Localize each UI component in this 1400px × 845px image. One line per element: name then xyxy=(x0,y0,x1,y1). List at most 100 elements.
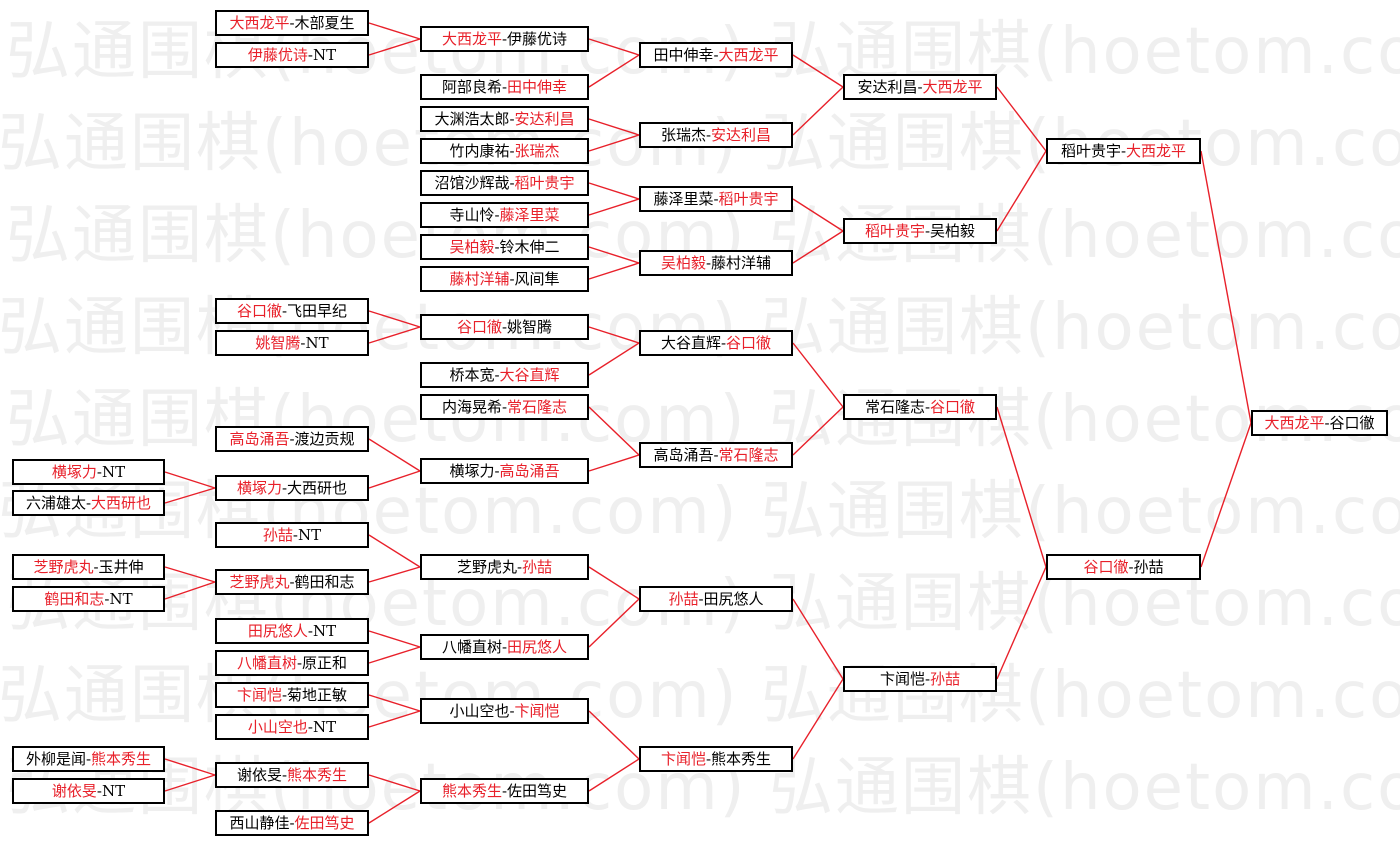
player-a-name: 稻叶贵宇 xyxy=(1060,142,1121,160)
bracket-connector xyxy=(792,230,844,264)
player-a-name: 张瑞杰 xyxy=(660,126,706,144)
bracket-connector xyxy=(792,198,844,232)
match-box-l4-11: 西山静佳-佐田笃史 xyxy=(215,810,369,836)
player-a-name: 六浦雄太 xyxy=(25,494,86,512)
player-a-name: 卞闻恺 xyxy=(236,686,282,704)
player-a-name: 阿部良希 xyxy=(441,78,502,96)
player-a-name: 吴柏毅 xyxy=(449,238,495,256)
player-a-name: 藤泽里菜 xyxy=(653,190,714,208)
player-b-name: 风间隼 xyxy=(514,270,560,288)
match-box-sf-2: 谷口徹-孙喆 xyxy=(1046,554,1201,580)
match-box-l2-5: 大谷直辉-谷口徹 xyxy=(639,330,793,356)
match-box-l4-4: 姚智腾-NT xyxy=(215,330,369,356)
player-b-name: 谷口徹 xyxy=(726,334,772,352)
player-a-name: 孙喆 xyxy=(262,526,293,544)
player-b-name: 鹤田和志 xyxy=(294,573,355,591)
separator: - xyxy=(93,558,99,576)
match-box-l5-3: 芝野虎丸-玉井伸 xyxy=(12,554,165,580)
bracket-connector xyxy=(368,646,421,664)
player-b-name: 木部夏生 xyxy=(294,14,355,32)
player-b-name: 藤泽里菜 xyxy=(499,206,560,224)
match-box-l3-11: 内海晃希-常石隆志 xyxy=(420,394,589,420)
player-b-name: 熊本秀生 xyxy=(91,750,152,768)
player-b-name: NT xyxy=(312,46,337,64)
player-b-name: 卞闻恺 xyxy=(514,702,560,720)
separator: - xyxy=(1128,558,1134,576)
bracket-connector xyxy=(368,774,421,792)
player-a-name: 常石隆志 xyxy=(864,398,925,416)
bracket-connector xyxy=(588,246,640,264)
separator: - xyxy=(501,30,508,48)
bracket-connector xyxy=(792,406,844,456)
separator: - xyxy=(713,46,719,64)
match-box-l5-1: 横塚力-NT xyxy=(12,459,165,485)
separator: - xyxy=(281,302,288,320)
bracket-connector xyxy=(164,471,216,489)
match-box-l3-3: 大渊浩太郎-安达利昌 xyxy=(420,106,589,132)
player-a-name: 大谷直辉 xyxy=(660,334,721,352)
player-b-name: 大西研也 xyxy=(91,494,152,512)
player-b-name: 田尻悠人 xyxy=(703,590,764,608)
player-b-name: 常石隆志 xyxy=(507,398,568,416)
player-a-name: 姚智腾 xyxy=(255,334,301,352)
match-box-l4-10: 小山空也-NT xyxy=(215,714,369,740)
match-box-l2-7: 孙喆-田尻悠人 xyxy=(639,586,793,612)
match-box-l3-6: 寺山怜-藤泽里菜 xyxy=(420,202,589,228)
match-box-l4-9: 卞闻恺-菊地正敏 xyxy=(215,682,369,708)
separator: - xyxy=(300,334,306,352)
player-b-name: NT xyxy=(101,782,126,800)
player-b-name: 菊地正敏 xyxy=(287,686,348,704)
match-box-l1-4: 卞闻恺-孙喆 xyxy=(843,666,997,692)
player-b-name: 高岛涌吾 xyxy=(499,462,560,480)
separator: - xyxy=(307,46,313,64)
bracket-connector xyxy=(792,342,844,408)
separator: - xyxy=(509,702,515,720)
player-a-name: 西山静佳 xyxy=(229,814,290,832)
match-box-l3-8: 藤村洋辅-风间隼 xyxy=(420,266,589,292)
match-box-l4-5: 高岛涌吾-渡边贡规 xyxy=(215,426,369,452)
match-box-l4-3: 谷口徹-飞田早纪 xyxy=(215,298,369,324)
player-b-name: 大谷直辉 xyxy=(499,366,560,384)
match-box-l5-4: 鹤田和志-NT xyxy=(12,586,165,612)
player-a-name: 卞闻恺 xyxy=(660,750,706,768)
player-b-name: 谷口徹 xyxy=(930,398,976,416)
match-box-sf-1: 稻叶贵宇-大西龙平 xyxy=(1046,138,1201,164)
bracket-connector xyxy=(588,134,640,152)
match-box-l3-10: 桥本宽-大谷直辉 xyxy=(420,362,589,388)
bracket-connector xyxy=(588,198,640,216)
match-box-l3-12: 横塚力-高岛涌吾 xyxy=(420,458,589,484)
bracket-connector xyxy=(368,310,421,328)
match-box-l1-1: 安达利昌-大西龙平 xyxy=(843,74,997,100)
player-a-name: 横塚力 xyxy=(236,479,282,497)
separator: - xyxy=(720,334,727,352)
match-box-l2-2: 张瑞杰-安达利昌 xyxy=(639,122,793,148)
match-box-final: 大西龙平-谷口徹 xyxy=(1251,410,1388,436)
bracket-connector xyxy=(588,54,640,88)
player-a-name: 八幡直树 xyxy=(441,638,502,656)
player-b-name: 玉井伸 xyxy=(98,558,144,576)
player-a-name: 谢依旻 xyxy=(236,766,282,784)
separator: - xyxy=(494,462,500,480)
player-b-name: 藤村洋辅 xyxy=(711,254,772,272)
player-a-name: 芝野虎丸 xyxy=(456,558,517,576)
player-a-name: 小山空也 xyxy=(449,702,510,720)
bracket-connector xyxy=(368,534,421,568)
player-a-name: 谷口徹 xyxy=(236,302,282,320)
match-box-l4-1: 大西龙平-木部夏生 xyxy=(215,10,369,36)
separator: - xyxy=(509,110,515,128)
player-a-name: 稻叶贵宇 xyxy=(864,222,925,240)
bracket-connector xyxy=(368,790,421,824)
player-b-name: 稻叶贵宇 xyxy=(514,174,575,192)
player-b-name: 姚智腾 xyxy=(507,318,553,336)
player-b-name: 熊本秀生 xyxy=(287,766,348,784)
player-b-name: NT xyxy=(305,334,329,352)
player-b-name: 吴柏毅 xyxy=(930,222,976,240)
bracket-connector xyxy=(164,758,216,776)
bracket-connector xyxy=(588,598,640,648)
bracket-connector xyxy=(368,566,421,583)
separator: - xyxy=(281,766,288,784)
player-a-name: 横塚力 xyxy=(51,463,97,481)
player-a-name: 桥本宽 xyxy=(449,366,495,384)
separator: - xyxy=(917,78,923,96)
separator: - xyxy=(96,463,102,481)
